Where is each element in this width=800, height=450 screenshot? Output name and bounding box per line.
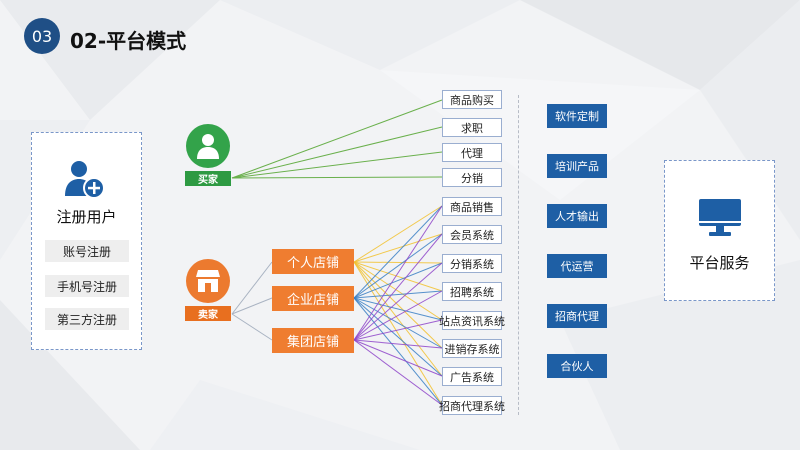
service-software-custom[interactable]: 软件定制 (547, 104, 607, 128)
system-item[interactable]: 商品销售 (442, 197, 502, 216)
buyer-item-distribution[interactable]: 分销 (442, 168, 502, 187)
buyer-tag: 买家 (185, 171, 231, 186)
user-plus-icon (65, 161, 105, 199)
buyer-item-purchase[interactable]: 商品购买 (442, 90, 502, 109)
buyer-item-job[interactable]: 求职 (442, 118, 502, 137)
register-option-third-party[interactable]: 第三方注册 (45, 308, 129, 330)
system-item[interactable]: 广告系统 (442, 367, 502, 386)
service-operation[interactable]: 代运营 (547, 254, 607, 278)
system-item[interactable]: 招商代理系统 (439, 396, 505, 415)
service-partner[interactable]: 合伙人 (547, 354, 607, 378)
seller-tag: 卖家 (185, 306, 231, 321)
service-training[interactable]: 培训产品 (547, 154, 607, 178)
store-personal[interactable]: 个人店铺 (272, 249, 354, 274)
register-option-account[interactable]: 账号注册 (45, 240, 129, 262)
register-title: 注册用户 (56, 208, 117, 226)
system-item[interactable]: 分销系统 (442, 254, 502, 273)
system-item[interactable]: 会员系统 (442, 225, 502, 244)
service-talent[interactable]: 人才输出 (547, 204, 607, 228)
store-icon (196, 270, 220, 292)
store-group[interactable]: 集团店铺 (272, 328, 354, 353)
system-item[interactable]: 进销存系统 (442, 339, 502, 358)
system-item[interactable]: 招聘系统 (442, 282, 502, 301)
store-enterprise[interactable]: 企业店铺 (272, 286, 354, 311)
service-investment-agent[interactable]: 招商代理 (547, 304, 607, 328)
dashed-divider (518, 95, 519, 415)
monitor-icon (699, 199, 741, 236)
buyer-item-agent[interactable]: 代理 (442, 143, 502, 162)
system-item[interactable]: 站点资讯系统 (439, 311, 505, 330)
register-option-phone[interactable]: 手机号注册 (45, 275, 129, 297)
section-number-badge: 03 (24, 18, 60, 54)
platform-title: 平台服务 (689, 254, 750, 272)
page-title: 02-平台模式 (70, 29, 187, 53)
person-icon (197, 134, 219, 159)
